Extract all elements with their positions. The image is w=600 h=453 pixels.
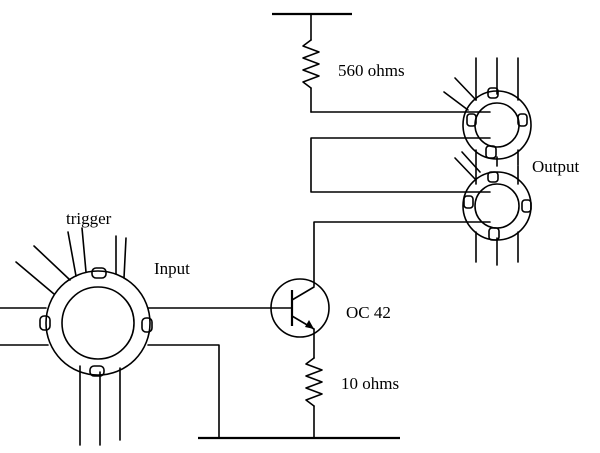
output-core-2 — [454, 151, 532, 266]
label-10-ohms: 10 ohms — [341, 374, 399, 393]
wire-collector — [313, 221, 491, 287]
resistor-10-ohms — [305, 357, 323, 407]
label-oc42: OC 42 — [346, 303, 391, 322]
wire-input-return — [147, 344, 220, 439]
output-core-1 — [443, 57, 532, 167]
label-560-ohms: 560 ohms — [338, 61, 405, 80]
label-output: Output — [532, 157, 580, 176]
label-trigger: trigger — [66, 209, 112, 228]
resistor-560-ohms — [302, 39, 320, 89]
wire-output-loop — [310, 137, 491, 193]
label-input: Input — [154, 259, 190, 278]
input-core — [0, 227, 153, 446]
